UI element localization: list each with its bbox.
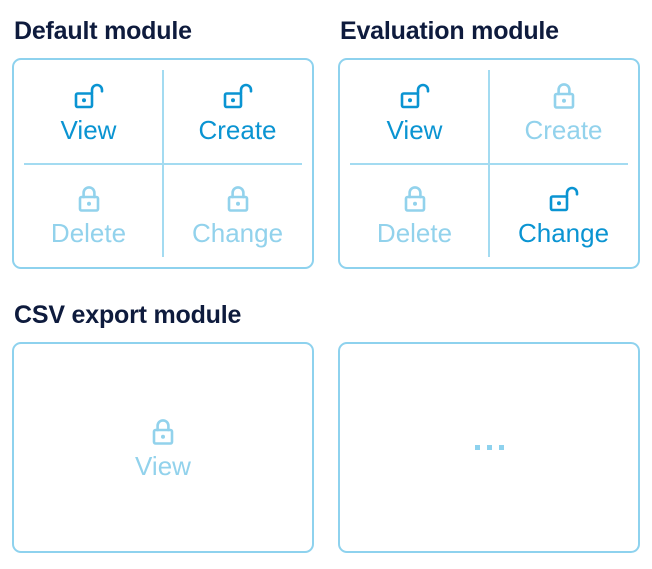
lock-icon	[221, 182, 255, 216]
permission-label: View	[386, 114, 443, 145]
permission-cell-view[interactable]: View	[14, 60, 163, 164]
permission-label: Change	[517, 218, 610, 249]
unlock-icon	[221, 79, 255, 113]
module-evaluation: Evaluation module View	[338, 16, 640, 269]
permission-label: View	[135, 450, 191, 481]
permission-quad-grid: View Create	[14, 60, 312, 267]
lock-icon	[398, 182, 432, 216]
ellipsis-icon	[474, 445, 504, 450]
module-default: Default module View	[12, 16, 314, 269]
permission-label: Delete	[376, 218, 453, 249]
permission-label: Change	[191, 218, 284, 249]
permission-cell-view[interactable]: View	[340, 60, 489, 164]
unlock-icon	[398, 79, 432, 113]
lock-icon	[146, 415, 180, 449]
divider-vertical	[488, 70, 490, 257]
permission-label: Delete	[50, 218, 127, 249]
permission-label: Create	[198, 114, 277, 145]
lock-icon	[72, 182, 106, 216]
module-title-csv-export: CSV export module	[14, 301, 242, 329]
permission-cell-create[interactable]: Create	[489, 60, 638, 164]
lock-icon	[547, 79, 581, 113]
permission-label: Create	[524, 114, 603, 145]
unlock-icon	[72, 79, 106, 113]
placeholder-content	[340, 344, 638, 551]
permission-card-default: View Create	[12, 58, 314, 269]
unlock-icon	[547, 182, 581, 216]
permission-card-csv-export: View	[12, 342, 314, 553]
module-placeholder	[338, 300, 640, 553]
permission-cell-create[interactable]: Create	[163, 60, 312, 164]
module-csv-export: CSV export module View	[12, 300, 314, 553]
permission-cell-delete[interactable]: Delete	[14, 164, 163, 268]
module-title-default: Default module	[14, 17, 192, 45]
permission-cell-view[interactable]: View	[14, 344, 312, 551]
permission-card-evaluation: View Create	[338, 58, 640, 269]
divider-vertical	[162, 70, 164, 257]
permission-cell-delete[interactable]: Delete	[340, 164, 489, 268]
permission-label: View	[60, 114, 117, 145]
module-title-evaluation: Evaluation module	[340, 17, 559, 45]
permission-card-placeholder	[338, 342, 640, 553]
permission-cell-change[interactable]: Change	[489, 164, 638, 268]
permission-quad-grid: View Create	[340, 60, 638, 267]
permission-cell-change[interactable]: Change	[163, 164, 312, 268]
